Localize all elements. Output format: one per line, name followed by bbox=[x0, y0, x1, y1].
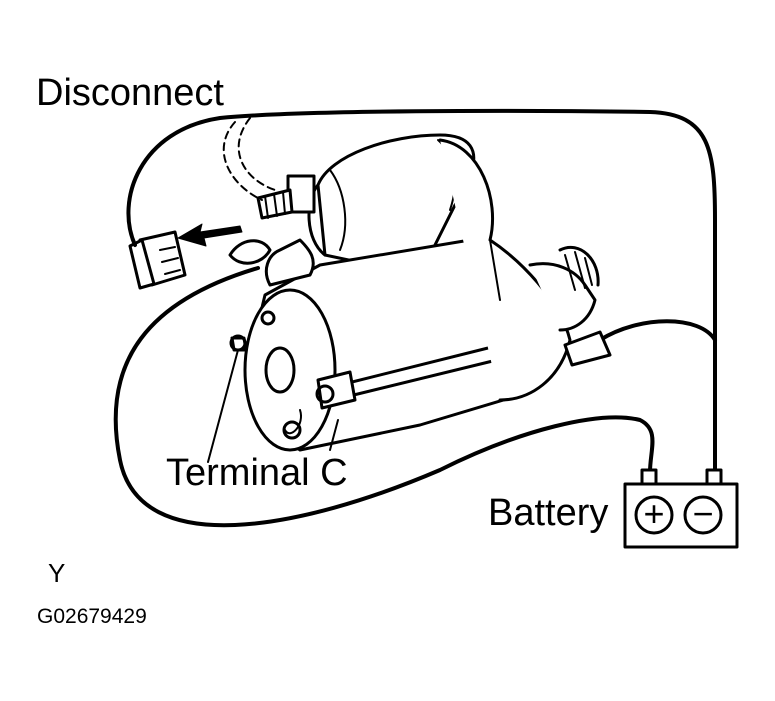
drive-housing bbox=[438, 138, 600, 402]
disconnected-lead-dashed bbox=[222, 117, 276, 201]
label-terminal-c: Terminal C bbox=[166, 452, 348, 494]
label-battery: Battery bbox=[488, 492, 609, 534]
body-clamp bbox=[563, 330, 612, 367]
terminal-c-leader-2 bbox=[329, 419, 339, 451]
lead-to-battery-positive bbox=[113, 266, 655, 528]
lead-to-battery-negative bbox=[126, 108, 717, 472]
lead-to-starter-body bbox=[598, 319, 717, 342]
view-marker: Y bbox=[48, 558, 66, 588]
battery-symbol bbox=[623, 468, 739, 549]
terminal-c-leader bbox=[207, 349, 239, 463]
label-disconnect: Disconnect bbox=[36, 72, 224, 114]
disconnect-arrow bbox=[177, 223, 243, 247]
battery-negative-icon: − bbox=[692, 493, 714, 534]
motor-housing bbox=[243, 238, 530, 452]
battery-positive-icon: + bbox=[643, 493, 665, 534]
terminal-50-bolt bbox=[256, 174, 316, 220]
connector-plug bbox=[128, 230, 187, 290]
figure-code: G02679429 bbox=[37, 605, 147, 628]
terminal-c-connection bbox=[228, 238, 315, 352]
